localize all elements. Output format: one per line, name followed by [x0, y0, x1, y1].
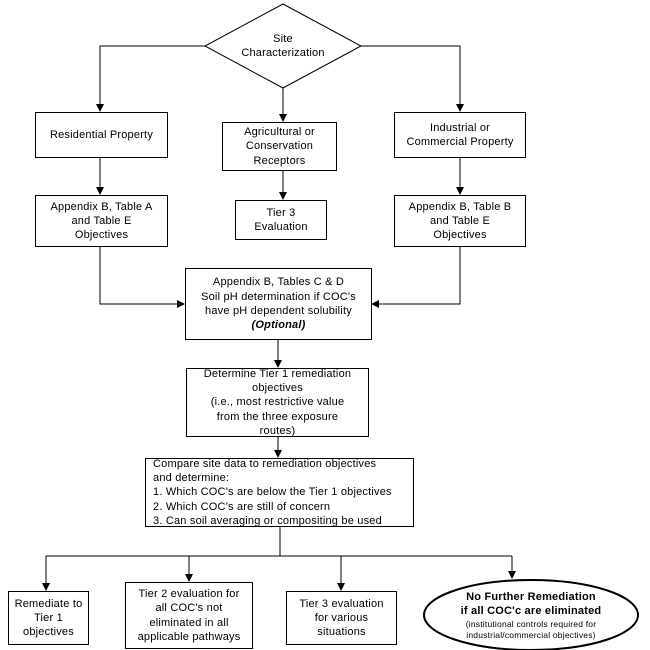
- connector-appendix-a-to-soilph: [99, 247, 185, 308]
- node-tier3-various-situations: Tier 3 evaluation for various situations: [286, 591, 397, 645]
- terminator-ellipse-shape: [423, 579, 639, 650]
- node-label: Compare site data to remediation objecti…: [153, 457, 392, 527]
- node-agricultural-receptors: Agricultural or Conservation Receptors: [222, 122, 337, 171]
- node-label: Residential Property: [49, 128, 154, 141]
- node-label: Tier 2 evaluation for all COC's not elim…: [137, 587, 241, 643]
- node-tier2-evaluation: Tier 2 evaluation for all COC's not elim…: [125, 582, 253, 649]
- node-label: Agricultural or Conservation Receptors: [244, 126, 315, 167]
- node-appendix-b-table-a: Appendix B, Table A and Table E Objectiv…: [35, 195, 168, 247]
- node-label: Appendix B, Tables C & D Soil pH determi…: [201, 276, 356, 317]
- node-determine-tier1-objectives: Determine Tier 1 remediation objectives …: [186, 368, 369, 437]
- node-label: Appendix B, Table B and Table E Objectiv…: [408, 200, 512, 242]
- node-soil-ph-determination: Appendix B, Tables C & D Soil pH determi…: [185, 268, 372, 340]
- node-remediate-tier1: Remediate to Tier 1 objectives: [8, 591, 89, 645]
- node-label: Tier 3 Evaluation: [254, 206, 308, 233]
- node-tier3-evaluation: Tier 3 Evaluation: [235, 200, 327, 240]
- node-label: Tier 3 evaluation for various situations: [299, 597, 384, 639]
- ellipse-title: No Further Remediation if all COC'c are …: [460, 590, 602, 617]
- optional-label: (Optional): [251, 319, 306, 332]
- node-label: Determine Tier 1 remediation objectives …: [203, 367, 352, 437]
- node-label: Site Characterization: [241, 32, 325, 59]
- ellipse-note: (institutional controls required for ind…: [465, 619, 597, 640]
- node-label: Appendix B, Table A and Table E Objectiv…: [50, 200, 153, 242]
- connector-diamond-to-residential: [96, 45, 205, 112]
- node-label: Industrial or Commercial Property: [406, 121, 514, 148]
- connector-diamond-to-industrial: [361, 45, 464, 112]
- connector-appendix-b-to-soilph: [371, 247, 461, 308]
- node-label: Remediate to Tier 1 objectives: [14, 597, 83, 639]
- node-residential-property: Residential Property: [35, 112, 168, 158]
- node-appendix-b-table-b: Appendix B, Table B and Table E Objectiv…: [394, 195, 526, 247]
- node-site-characterization: Site Characterization: [207, 28, 359, 64]
- node-industrial-property: Industrial or Commercial Property: [394, 112, 526, 158]
- node-no-further-remediation: No Further Remediation if all COC'c are …: [428, 588, 634, 642]
- node-compare-site-data: Compare site data to remediation objecti…: [145, 458, 414, 527]
